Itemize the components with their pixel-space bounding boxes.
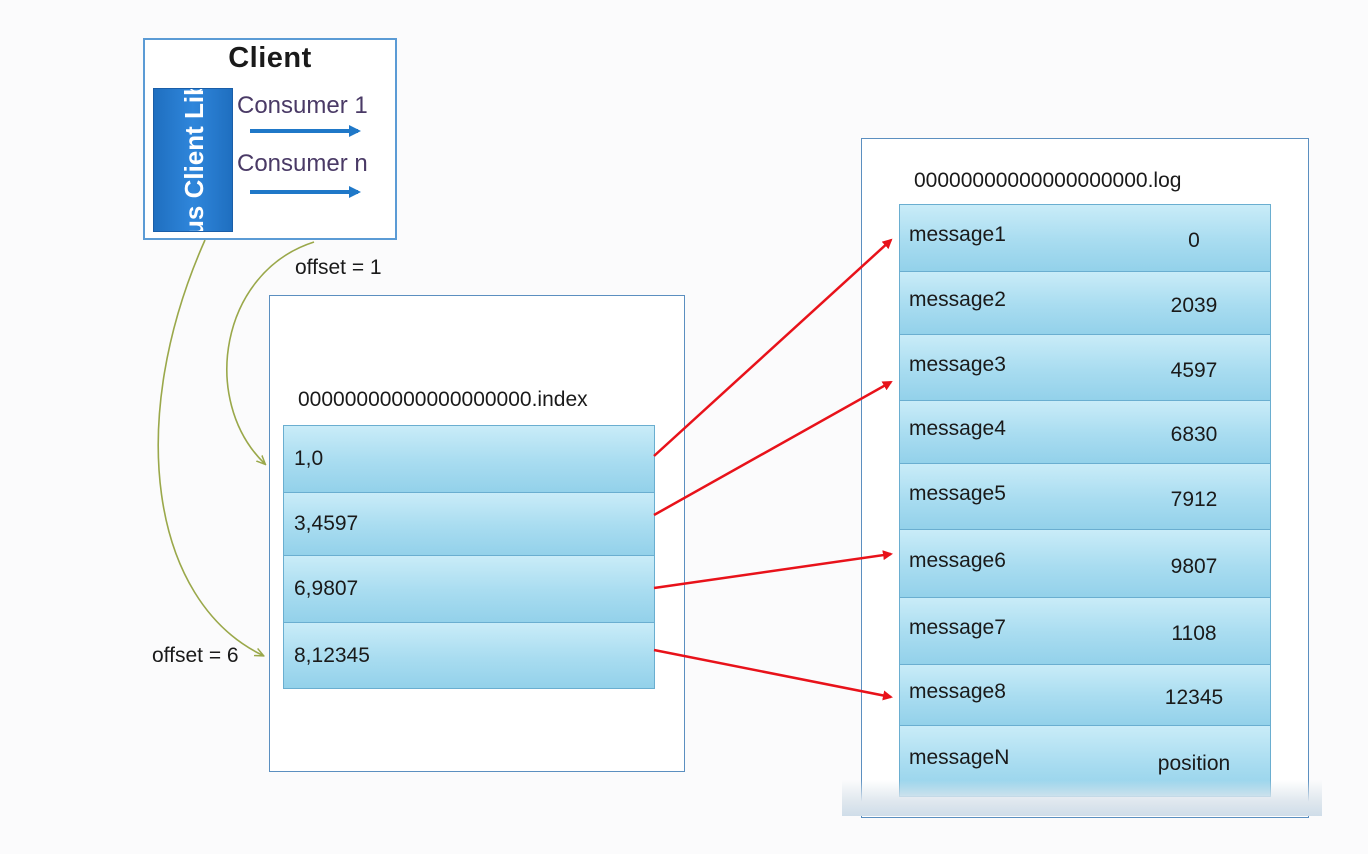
pointer-arrow <box>653 238 893 457</box>
log-row: message7 1108 <box>899 597 1271 665</box>
log-message: message3 <box>909 352 1006 376</box>
log-message: message8 <box>909 680 1006 704</box>
log-position: 7912 <box>1170 487 1218 511</box>
log-message: message7 <box>909 616 1006 640</box>
log-position: 4597 <box>1170 358 1218 382</box>
offset-1-label: offset = 1 <box>295 256 382 279</box>
log-message: messageN <box>909 746 1010 770</box>
consumer-1-label: Consumer 1 <box>237 92 368 119</box>
log-message: message1 <box>909 223 1006 247</box>
log-message: message4 <box>909 417 1006 441</box>
log-row: message3 4597 <box>899 334 1271 401</box>
client-title: Client <box>228 42 312 74</box>
client-lib-block: us Client Lib <box>153 88 233 232</box>
log-position: 2039 <box>1170 293 1218 317</box>
log-row: message8 12345 <box>899 664 1271 726</box>
log-filename: 00000000000000000000.log <box>914 169 1182 192</box>
log-row: message6 9807 <box>899 529 1271 598</box>
log-row: message5 7912 <box>899 463 1271 530</box>
pointer-arrow <box>653 550 893 590</box>
log-message: message2 <box>909 288 1006 312</box>
log-position: 0 <box>1188 228 1200 252</box>
pointer-arrow <box>653 648 893 701</box>
offset-6-label: offset = 6 <box>152 644 239 667</box>
log-position: 6830 <box>1170 422 1218 446</box>
log-row: message2 2039 <box>899 271 1271 335</box>
log-position: position <box>1157 751 1231 775</box>
client-box: Client us Client Lib Consumer 1 Consumer… <box>143 38 397 240</box>
log-position: 12345 <box>1164 685 1224 709</box>
client-lib-label: us Client Lib <box>179 88 209 232</box>
index-filename: 00000000000000000000.index <box>298 388 588 411</box>
log-position: 9807 <box>1170 554 1218 578</box>
index-entry: 8,12345 <box>283 622 655 689</box>
log-row: message1 0 <box>899 204 1271 272</box>
log-position: 1108 <box>1171 621 1217 645</box>
consumer-n-label: Consumer n <box>237 150 368 177</box>
index-entry: 6,9807 <box>283 555 655 623</box>
index-entry: 1,0 <box>283 425 655 493</box>
pointer-arrow <box>653 380 893 517</box>
offset-6-curve <box>157 239 262 655</box>
log-row: message4 6830 <box>899 400 1271 464</box>
log-message: message6 <box>909 548 1006 572</box>
log-message: message5 <box>909 481 1006 505</box>
log-panel-fade <box>842 780 1322 816</box>
index-entry: 3,4597 <box>283 492 655 556</box>
